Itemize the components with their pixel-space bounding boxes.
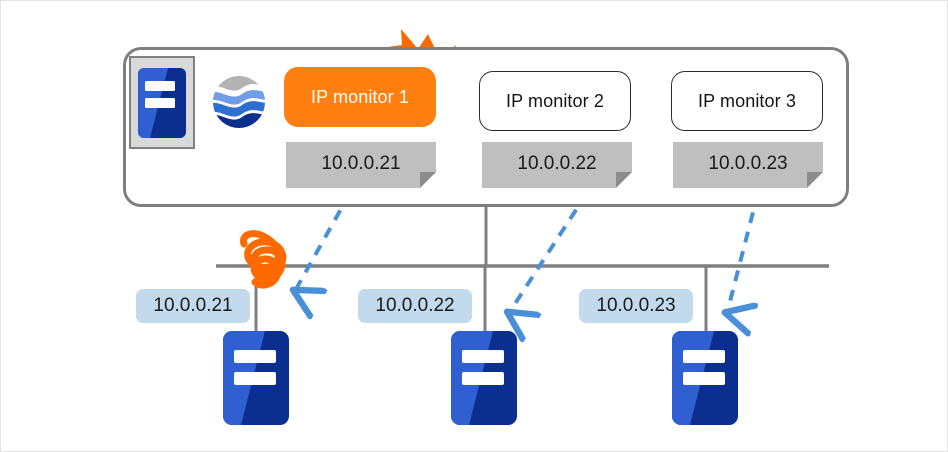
monitor-arrow-1 — [295, 192, 352, 291]
ip-monitor-1-label: IP monitor 1 — [311, 86, 409, 107]
server-icon — [451, 331, 517, 425]
node-3 — [672, 331, 738, 425]
monitor-arrow-2 — [509, 191, 589, 313]
server-icon — [223, 331, 289, 425]
ip-monitor-2-note: 10.0.0.22 — [482, 142, 632, 188]
ip-monitor-3-note: 10.0.0.23 — [673, 142, 823, 188]
ip-monitor-3-note-text: 10.0.0.23 — [708, 153, 788, 174]
ip-monitor-1-note: 10.0.0.21 — [286, 142, 436, 188]
ip-monitor-3-label: IP monitor 3 — [698, 90, 796, 111]
node-2-ip-label: 10.0.0.22 — [358, 289, 472, 323]
node-3-ip-label: 10.0.0.23 — [579, 289, 693, 323]
ip-monitor-1-button[interactable]: IP monitor 1 — [284, 67, 436, 127]
globe-icon — [213, 76, 265, 128]
host-server-icon-frame — [129, 56, 195, 149]
node-1-ip-label: 10.0.0.21 — [136, 289, 250, 323]
server-icon — [672, 331, 738, 425]
monitor-arrow-3 — [727, 192, 760, 313]
node-2 — [451, 331, 517, 425]
note-shape — [286, 142, 436, 188]
ip-monitor-3-button[interactable]: IP monitor 3 — [671, 71, 823, 131]
node-1 — [223, 331, 289, 425]
ip-monitor-2-note-text: 10.0.0.22 — [517, 153, 597, 174]
note-shape — [673, 142, 823, 188]
scribble-fault-icon — [240, 230, 287, 289]
note-shape — [482, 142, 632, 188]
server-icon — [138, 67, 186, 138]
ip-monitor-1-note-text: 10.0.0.21 — [321, 153, 401, 174]
ip-monitor-2-label: IP monitor 2 — [506, 90, 604, 111]
ip-monitor-2-button[interactable]: IP monitor 2 — [479, 71, 631, 131]
